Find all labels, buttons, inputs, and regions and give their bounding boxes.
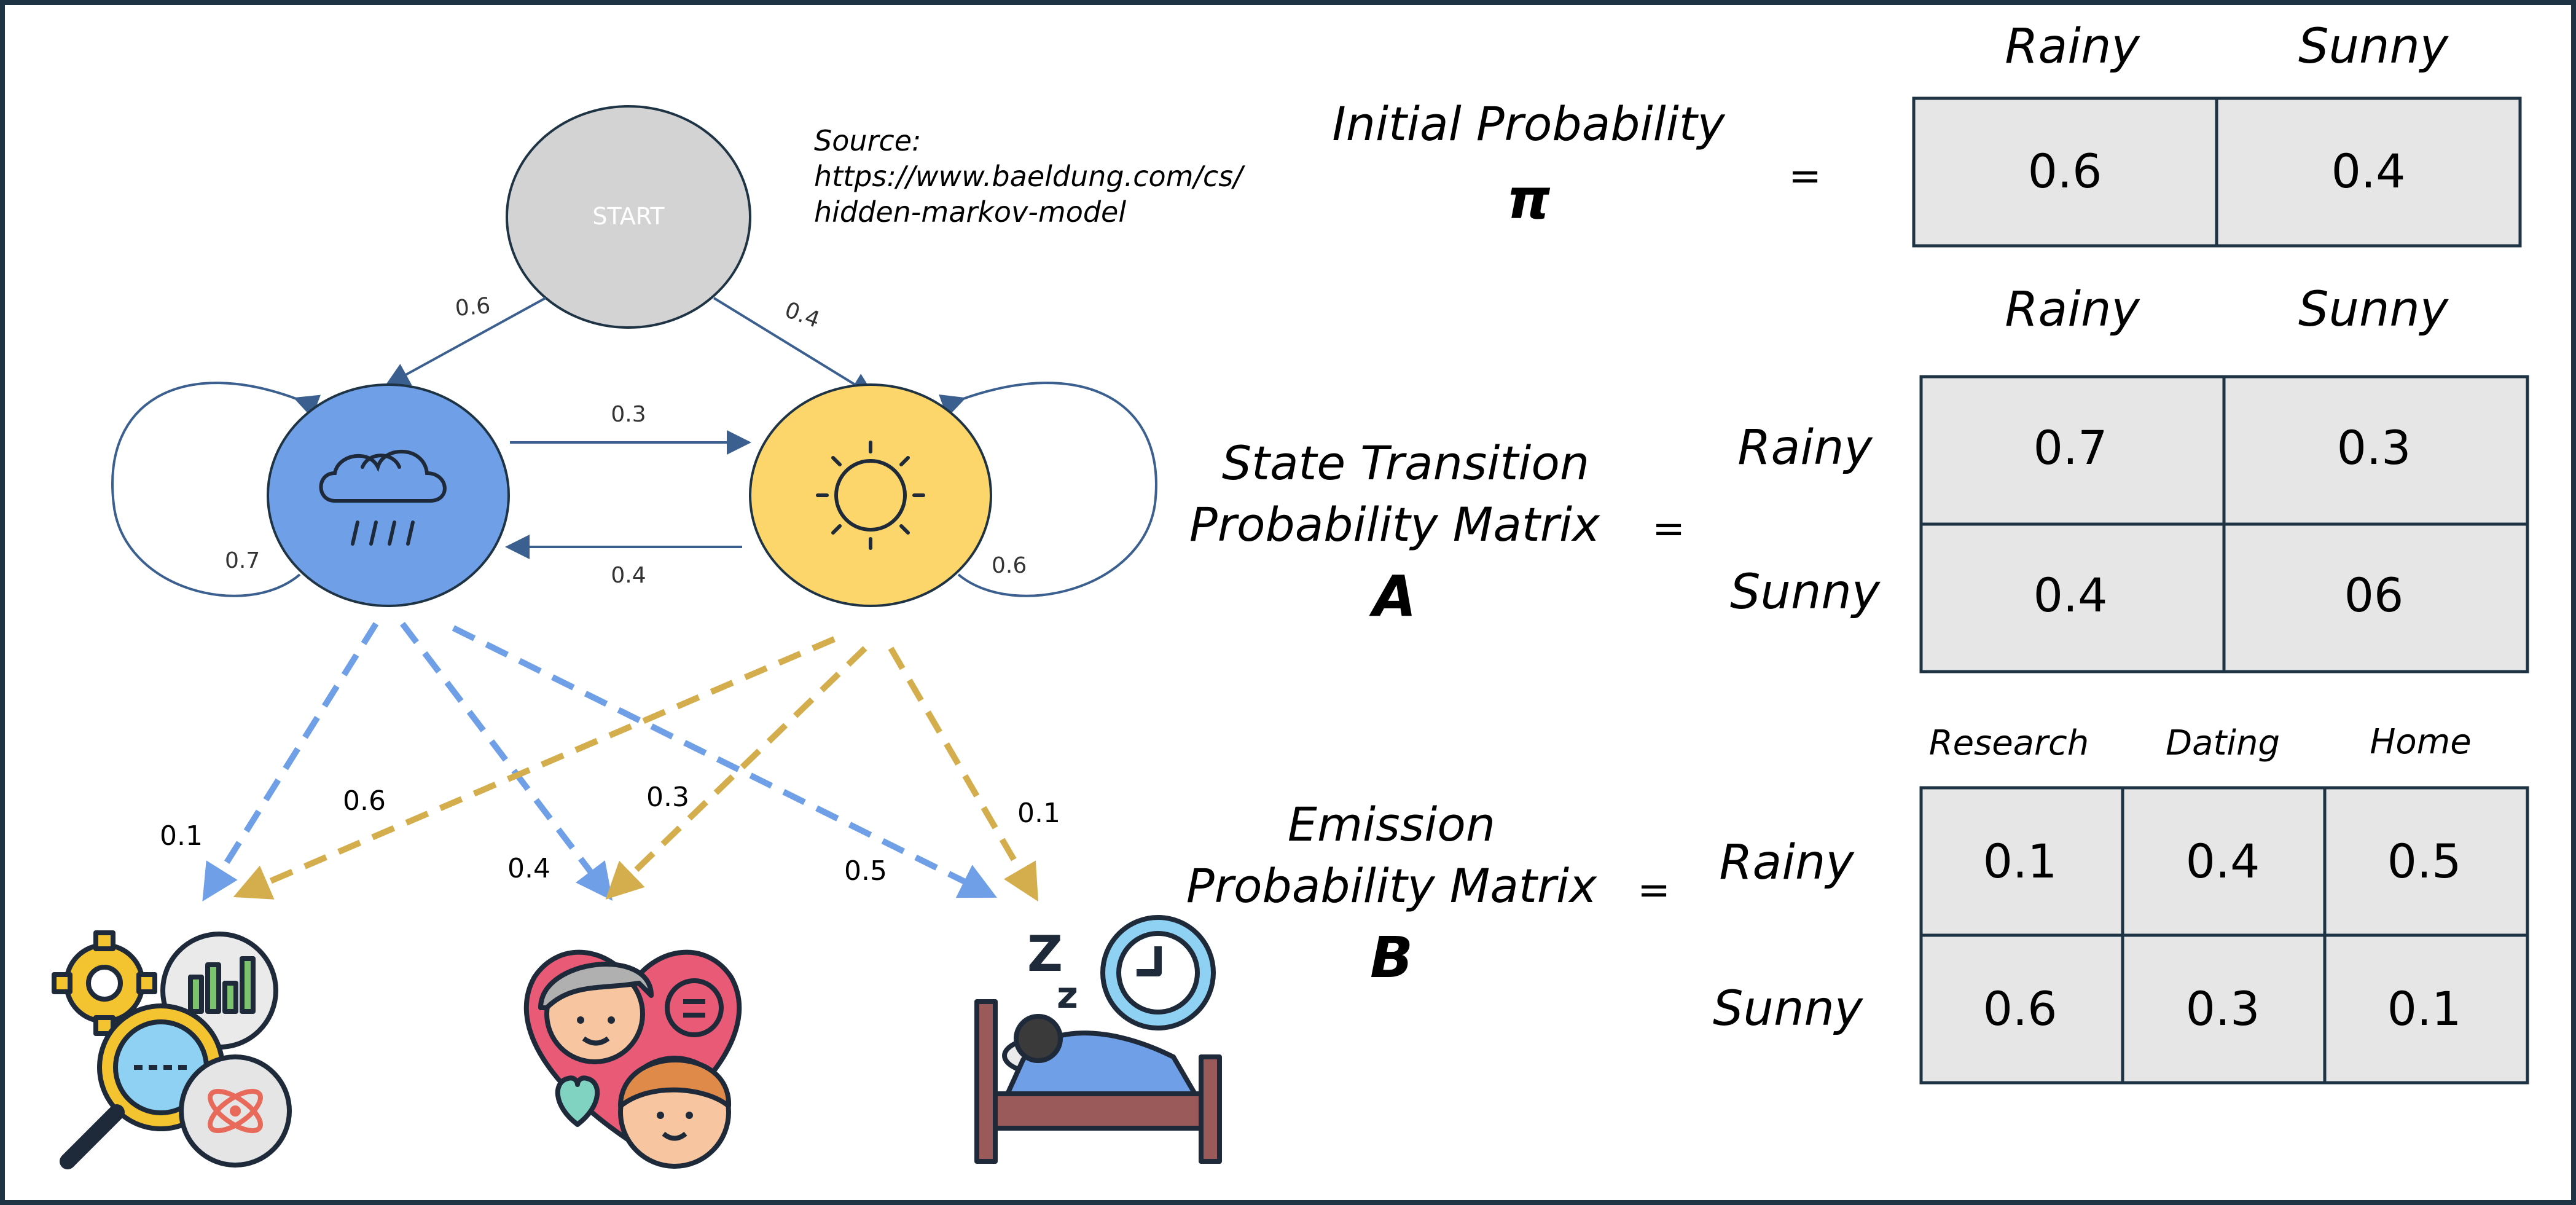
edge-label-start-sunny: 0.4 (781, 297, 823, 333)
initial-col-header-rainy: Rainy (2005, 19, 2140, 74)
edge-label-rainy-sunny: 0.3 (611, 402, 646, 427)
emission-label-line1: Emission (1288, 797, 1495, 852)
transition-equals: = (1652, 506, 1685, 552)
transition-col-header-sunny: Sunny (2298, 282, 2449, 337)
initial-probability-section: Initial Probability π = Rainy Sunny 0.6 … (1332, 19, 2522, 248)
rainy-node (267, 383, 510, 607)
start-label: START (592, 203, 665, 230)
emission-col-header-research: Research (1929, 723, 2089, 763)
emission-value-sunny-home: 0.1 (2387, 981, 2462, 1036)
emission-label-line2: Probability Matrix (1186, 858, 1597, 913)
transition-matrix-section: State Transition Probability Matrix A = … (1189, 282, 2529, 673)
transition-value-sunny-rainy: 0.4 (2034, 568, 2108, 622)
edge-label-start-rainy: 0.6 (454, 293, 491, 321)
transition-row-header-sunny: Sunny (1730, 565, 1881, 620)
edge-label-sunny-self: 0.6 (992, 553, 1027, 578)
emission-label-sunny-home: 0.1 (1017, 798, 1060, 829)
transition-value-rainy-rainy: 0.7 (2034, 420, 2108, 475)
emission-edges-sunny (233, 636, 1039, 902)
dating-couple-icon (523, 949, 742, 1169)
start-node: START (506, 105, 751, 329)
sunny-node (749, 383, 992, 607)
emission-equals: = (1637, 868, 1670, 913)
edge-label-rainy-self: 0.7 (225, 548, 260, 573)
emission-label-rainy-dating: 0.4 (507, 853, 550, 884)
emission-label-rainy-home: 0.5 (844, 855, 887, 887)
emission-value-rainy-home: 0.5 (2387, 834, 2462, 889)
research-icon (52, 930, 292, 1169)
emission-col-header-home: Home (2370, 722, 2471, 762)
source-url-line2: hidden-markov-model (814, 195, 1126, 229)
svg-text:Z: Z (1027, 925, 1063, 983)
edge-label-sunny-rainy: 0.4 (611, 563, 646, 588)
initial-col-header-sunny: Sunny (2298, 19, 2449, 74)
transition-symbol: A (1369, 563, 1416, 629)
edge-sunny-self (939, 382, 1157, 597)
emission-value-sunny-dating: 0.3 (2186, 981, 2260, 1036)
edge-start-sunny (713, 297, 875, 398)
sun-icon (816, 441, 925, 550)
emission-label-rainy-research: 0.1 (160, 820, 203, 852)
sleeping-bed-icon: Z z (974, 915, 1222, 1164)
emission-matrix-section: Emission Probability Matrix B = Research… (1186, 722, 2529, 1085)
emission-value-rainy-dating: 0.4 (2186, 834, 2260, 889)
transition-row-header-rainy: Rainy (1737, 420, 1873, 476)
source-note: Source: https://www.baeldung.com/cs/ hid… (814, 124, 1245, 229)
transition-col-header-rainy: Rainy (2005, 282, 2140, 337)
initial-value-rainy: 0.6 (2028, 144, 2102, 198)
emission-edges-rainy (202, 621, 997, 901)
transition-value-rainy-sunny: 0.3 (2337, 420, 2411, 475)
emission-label-sunny-research: 0.6 (343, 785, 386, 817)
emission-row-header-rainy: Rainy (1719, 835, 1855, 890)
rain-cloud-icon (319, 449, 447, 546)
emission-row-header-sunny: Sunny (1713, 981, 1864, 1037)
initial-label: Initial Probability (1332, 96, 1725, 151)
emission-col-header-dating: Dating (2166, 723, 2280, 763)
transition-value-sunny-sunny: 06 (2344, 568, 2404, 622)
svg-text:z: z (1057, 974, 1078, 1017)
edge-rainy-self (111, 382, 321, 597)
transition-label-line2: Probability Matrix (1189, 497, 1600, 552)
initial-value-sunny: 0.4 (2331, 144, 2406, 198)
transition-label-line1: State Transition (1222, 436, 1589, 490)
initial-symbol: π (1506, 167, 1550, 232)
initial-equals: = (1788, 154, 1822, 199)
edge-start-rainy (384, 297, 546, 387)
emission-value-rainy-research: 0.1 (1983, 834, 2057, 889)
source-label: Source: (814, 124, 922, 157)
source-url-line1: https://www.baeldung.com/cs/ (814, 160, 1245, 193)
emission-symbol: B (1370, 925, 1413, 991)
emission-label-sunny-dating: 0.3 (646, 782, 689, 813)
emission-value-sunny-research: 0.6 (1983, 981, 2057, 1036)
